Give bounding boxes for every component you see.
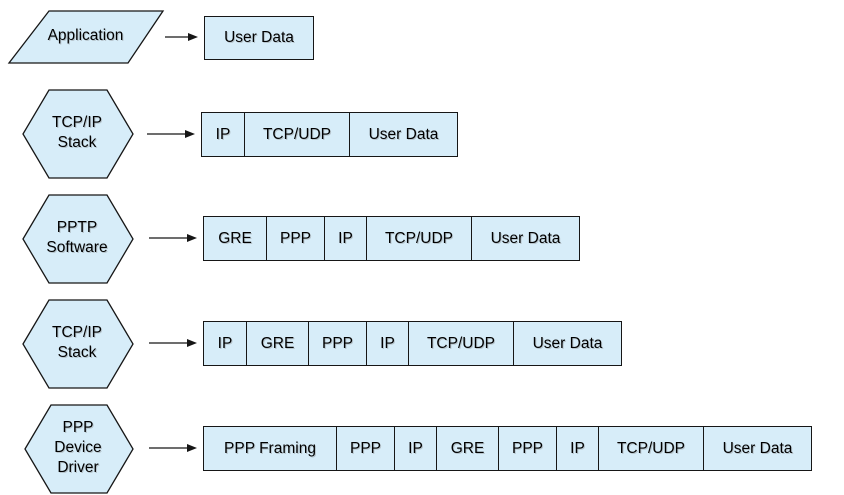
- packet-segment: TCP/UDP: [366, 217, 471, 260]
- hexagon-shape: [24, 404, 134, 494]
- packet-segment: TCP/UDP: [244, 113, 349, 156]
- packet-structure: User Data: [204, 16, 314, 60]
- hexagon-shape: [22, 299, 134, 389]
- packet-segment: GRE: [246, 322, 308, 365]
- packet-segment: User Data: [471, 217, 579, 260]
- arrow-right-icon: [149, 338, 197, 347]
- packet-segment: GRE: [436, 427, 498, 470]
- packet-segment: User Data: [703, 427, 811, 470]
- packet-segment: TCP/UDP: [408, 322, 513, 365]
- hexagon-shape: [22, 89, 134, 179]
- packet-segment: IP: [324, 217, 366, 260]
- hexagon-shape: [22, 194, 134, 284]
- packet-segment: PPP Framing: [204, 427, 336, 470]
- parallelogram-shape: [7, 10, 165, 64]
- packet-segment: PPP: [308, 322, 366, 365]
- packet-segment: IP: [366, 322, 408, 365]
- packet-segment: GRE: [204, 217, 266, 260]
- packet-segment: PPP: [498, 427, 556, 470]
- packet-segment: User Data: [205, 17, 313, 59]
- arrow-right-icon: [165, 33, 198, 41]
- packet-segment: IP: [394, 427, 436, 470]
- arrow-right-icon: [149, 443, 197, 452]
- packet-segment: TCP/UDP: [598, 427, 703, 470]
- packet-segment: IP: [556, 427, 598, 470]
- packet-segment: User Data: [513, 322, 621, 365]
- arrow-right-icon: [147, 129, 195, 138]
- packet-segment: IP: [204, 322, 246, 365]
- packet-segment: PPP: [266, 217, 324, 260]
- packet-segment: User Data: [349, 113, 457, 156]
- arrow-right-icon: [149, 233, 197, 242]
- packet-segment: PPP: [336, 427, 394, 470]
- packet-segment: IP: [202, 113, 244, 156]
